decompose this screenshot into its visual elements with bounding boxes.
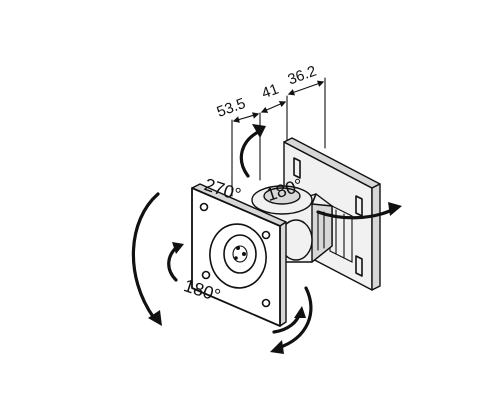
rotation-arrows [131,124,402,354]
dim-label-36-2: 36.2 [286,63,319,89]
dimension-lines [231,77,326,197]
dim-label-53-5: 53.5 [215,95,248,121]
mount-arm [251,185,333,263]
dim-label-41: 41 [259,81,280,103]
vesa-plate [191,183,287,327]
